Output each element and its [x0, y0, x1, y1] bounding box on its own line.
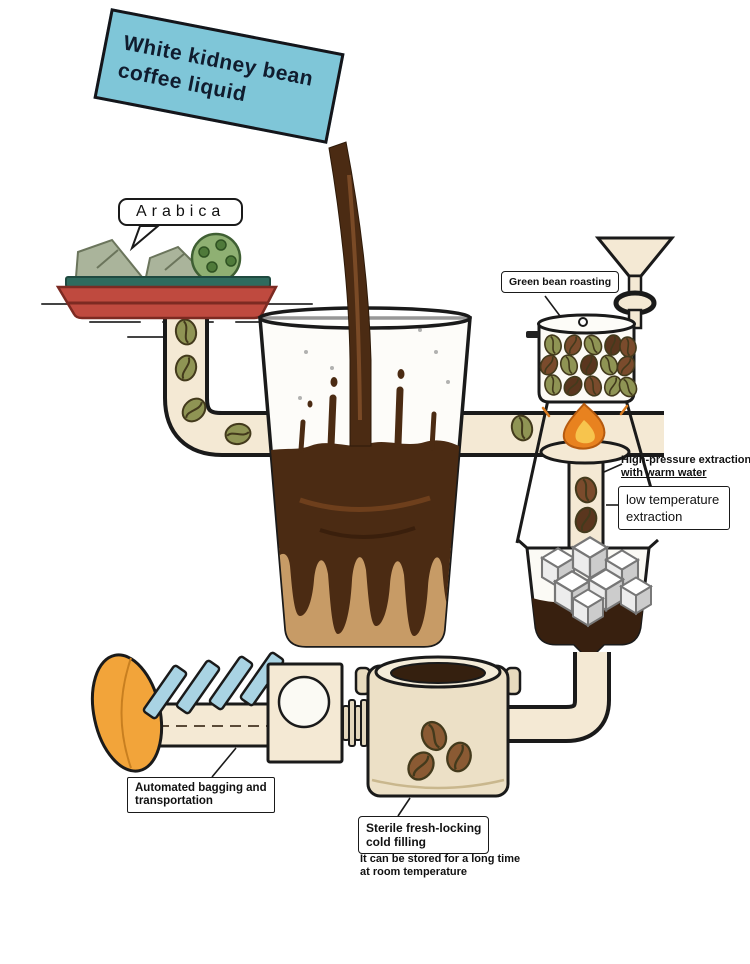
glass-speckles: [298, 328, 450, 400]
transfer-pipe: [504, 652, 611, 743]
inspection-box: [266, 662, 344, 764]
roasting-vessel: [515, 313, 662, 544]
bellows-connector: [342, 699, 368, 747]
pour-stream: [328, 141, 372, 447]
green-bean-roasting-label: Green bean roasting: [501, 271, 620, 293]
bean-pipe: [163, 296, 664, 457]
arabica-label: Arabica: [136, 203, 226, 220]
high-pressure-extraction-label: High-pressure extraction with warm water: [621, 454, 750, 479]
roasting-beans: [536, 331, 641, 401]
callout-lines: [129, 225, 623, 817]
conveyor: [90, 650, 286, 773]
conveyor-roller: [90, 653, 164, 773]
storage-note: It can be stored for a long time at room…: [360, 853, 521, 878]
arabica-bubble: Arabica: [118, 198, 244, 226]
ice-beaker: [517, 536, 659, 658]
coffee-bush-icon: [190, 232, 242, 284]
sterile-filling-label: Sterile fresh-locking cold filling: [358, 816, 490, 854]
glass-cup: [258, 306, 472, 648]
funnel-icon: [594, 236, 676, 330]
coffee-liquid: [260, 358, 470, 646]
low-temperature-extraction-label: low temperature extraction: [618, 486, 730, 530]
filling-canister: [354, 655, 522, 798]
automated-bagging-label: Automated bagging and transportation: [127, 777, 275, 813]
cargo-boat: [55, 232, 279, 320]
flame-icon: [539, 402, 631, 465]
